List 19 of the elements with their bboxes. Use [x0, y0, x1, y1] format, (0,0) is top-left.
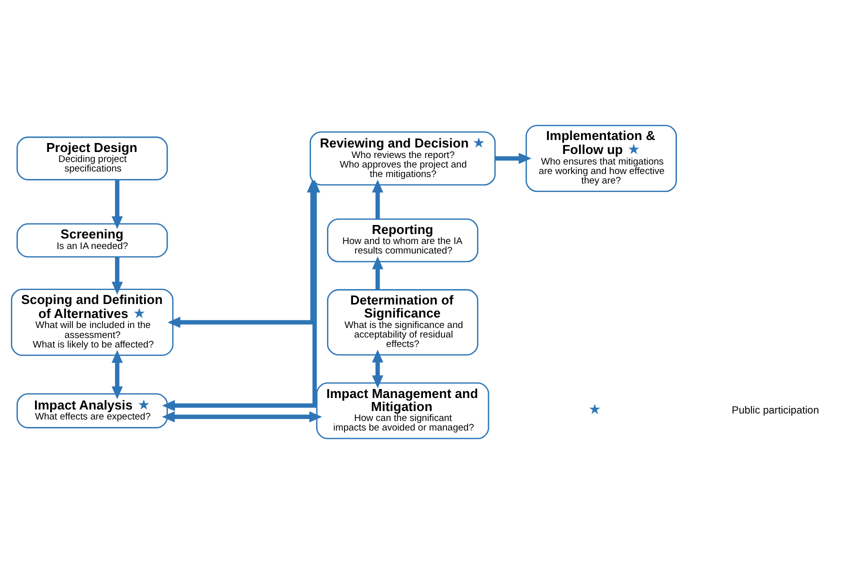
node-box: Reviewing and Decision ★ Who reviews the report? Who approves the project and the mitigations?: [310, 130, 496, 186]
arrow: [112, 256, 123, 294]
node-box: Scoping and Definition of Alternatives ★ What will be included in the assessment? What is likely to be affected?: [10, 288, 174, 356]
arrow: [112, 179, 123, 229]
arrow: [112, 350, 123, 399]
node-box: Determination of Significance What is the significance and acceptability of residual effects?: [327, 288, 478, 355]
node-box: Reporting How and to whom are the IA results communicated?: [327, 218, 478, 262]
node-box: Implementation & Follow up ★ Who ensures that mitigations are working and how effective they are?: [526, 124, 677, 192]
arrow: [372, 256, 384, 290]
arrow: [372, 179, 384, 218]
arrow: [372, 349, 384, 388]
node-box: Project Design Deciding project specifications: [16, 136, 168, 180]
arrow: [495, 152, 532, 164]
node-box: Impact Management and Mitigation How can the significant impacts be avoided or managed?: [316, 382, 490, 439]
arrow: [162, 410, 322, 422]
node-box: Screening Is an IA needed?: [16, 222, 168, 257]
node-box: Impact Analysis ★ What effects are expected?: [16, 392, 168, 428]
label: ★: [588, 400, 602, 417]
legend-label: Public participation: [732, 404, 819, 416]
